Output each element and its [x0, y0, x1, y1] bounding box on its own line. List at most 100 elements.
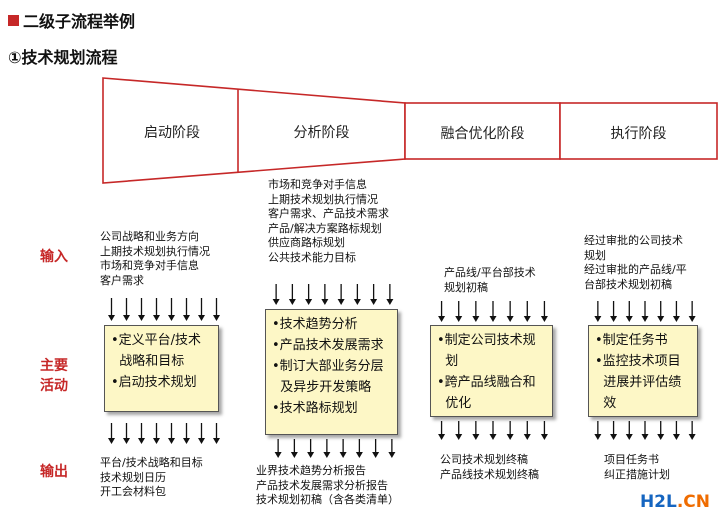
inputs-col-2: 市场和竞争对手信息 上期技术规划执行情况 客户需求、产品技术需求 产品/解决方案…: [268, 178, 389, 265]
activity-item: 优化: [437, 396, 472, 411]
activity-box-1: •定义平台/技术 战略和目标 •启动技术规划: [104, 325, 219, 412]
input-item: 客户需求、产品技术需求: [268, 207, 389, 220]
arrow-head-icon: [657, 434, 665, 440]
arrow-head-icon: [625, 434, 633, 440]
arrow-head-icon: [523, 434, 531, 440]
arrow-head-icon: [688, 434, 696, 440]
arrow-head-icon: [455, 316, 463, 322]
arrow-head-icon: [688, 316, 696, 322]
output-item: 开工会材料包: [100, 485, 166, 498]
arrow-head-icon: [641, 434, 649, 440]
activity-item: 及异步开发策略: [272, 380, 372, 395]
arrow-head-icon: [610, 316, 618, 322]
row-label-activity-1: 主要: [40, 358, 68, 374]
arrow-head-icon: [198, 438, 205, 444]
arrow-head-icon: [153, 315, 160, 321]
arrow-head-icon: [183, 438, 190, 444]
row-label-activity-2: 活动: [40, 378, 68, 394]
arrow-head-icon: [489, 316, 497, 322]
activity-item: •跨产品线融合和: [437, 375, 536, 390]
input-item: 供应商路标规划: [268, 236, 345, 249]
arrow-head-icon: [123, 315, 130, 321]
arrow-head-icon: [353, 299, 361, 305]
outputs-col-3: 公司技术规划终稿 产品线技术规划终稿: [440, 453, 539, 482]
arrow-head-icon: [594, 434, 602, 440]
input-item: 经过审批的公司技术: [584, 234, 683, 247]
arrow-head-icon: [108, 438, 115, 444]
arrow-head-icon: [138, 315, 145, 321]
section-title: 二级子流程举例: [8, 8, 135, 32]
input-arrows-col-1: [108, 298, 220, 321]
inputs-col-3: 产品线/平台部技术 规划初稿: [444, 266, 536, 295]
subsection-title: ①技术规划流程: [8, 48, 118, 67]
arrow-head-icon: [523, 316, 531, 322]
arrow-head-icon: [370, 299, 378, 305]
output-item: 纠正措施计划: [604, 467, 670, 481]
input-item: 上期技术规划执行情况: [100, 244, 210, 258]
arrow-head-icon: [489, 434, 497, 440]
arrow-head-icon: [455, 434, 463, 440]
outputs-col-2: 业界技术趋势分析报告 产品技术发展需求分析报告 技术规划初稿（含各类清单）: [256, 464, 399, 508]
arrow-head-icon: [386, 299, 394, 305]
arrow-head-icon: [438, 434, 446, 440]
red-square-icon: [8, 14, 19, 26]
output-item: 平台/技术战略和目标: [100, 456, 203, 469]
stage-label-2: 分析阶段: [293, 125, 350, 141]
output-item: 产品线技术规划终稿: [440, 467, 539, 481]
arrow-head-icon: [321, 299, 329, 305]
arrow-head-icon: [472, 434, 480, 440]
input-arrows-col-2: [272, 284, 394, 305]
arrow-head-icon: [108, 315, 115, 321]
activity-item: •制订大部业务分层: [272, 359, 384, 374]
arrow-head-icon: [472, 316, 480, 322]
arrow-head-icon: [388, 452, 396, 458]
activity-item: •监控技术项目: [595, 354, 681, 369]
stage-label-3: 融合优化阶段: [440, 126, 525, 142]
output-item: 产品技术发展需求分析报告: [256, 478, 388, 492]
stage-label-1: 启动阶段: [144, 125, 200, 141]
arrow-head-icon: [540, 316, 548, 322]
section-title-text: 二级子流程举例: [23, 12, 136, 31]
arrow-head-icon: [506, 316, 514, 322]
activity-box-4: •制定任务书 •监控技术项目 进展并评估绩 效: [588, 325, 698, 417]
row-label-output: 输出: [40, 464, 68, 480]
arrow-head-icon: [288, 299, 296, 305]
arrow-head-icon: [183, 315, 190, 321]
arrow-head-icon: [355, 452, 363, 458]
arrow-head-icon: [138, 438, 145, 444]
outputs-col-4: 项目任务书 纠正措施计划: [604, 453, 670, 482]
output-item: 技术规划日历: [100, 470, 166, 484]
output-item: 业界技术趋势分析报告: [256, 464, 366, 477]
activity-item: •技术趋势分析: [272, 317, 358, 332]
arrow-head-icon: [641, 316, 649, 322]
logo-part-2: .CN: [676, 492, 710, 512]
arrow-head-icon: [123, 438, 130, 444]
output-arrows-col-4: [594, 421, 696, 440]
input-item: 公共技术能力目标: [268, 250, 356, 264]
activity-item: •制定任务书: [595, 333, 668, 348]
activity-item: •启动技术规划: [111, 375, 197, 390]
output-item: 公司技术规划终稿: [440, 453, 528, 466]
arrow-head-icon: [168, 438, 175, 444]
arrow-head-icon: [594, 316, 602, 322]
input-arrows-col-3: [438, 301, 548, 322]
arrow-head-icon: [610, 434, 618, 440]
activity-item: •制定公司技术规: [437, 333, 536, 348]
output-arrows-col-3: [438, 421, 548, 440]
activity-item: 战略和目标: [111, 354, 185, 369]
output-arrows-col-1: [108, 423, 220, 444]
inputs-col-4: 经过审批的公司技术 规划 经过审批的产品线/平 台部技术规划初稿: [584, 234, 687, 292]
activity-item: 进展并评估绩: [595, 375, 682, 390]
activity-item: •产品技术发展需求: [272, 338, 384, 353]
input-item: 客户需求: [100, 273, 144, 287]
input-item: 市场和竞争对手信息: [100, 259, 199, 272]
arrow-head-icon: [339, 452, 347, 458]
arrow-head-icon: [323, 452, 331, 458]
output-item: 技术规划初稿（含各类清单）: [256, 493, 399, 506]
output-arrows-col-2: [274, 439, 396, 458]
inputs-col-1: 公司战略和业务方向 上期技术规划执行情况 市场和竞争对手信息 客户需求: [100, 230, 210, 288]
input-item: 规划: [584, 248, 606, 262]
arrow-head-icon: [672, 316, 680, 322]
arrow-head-icon: [657, 316, 665, 322]
arrow-head-icon: [540, 434, 548, 440]
